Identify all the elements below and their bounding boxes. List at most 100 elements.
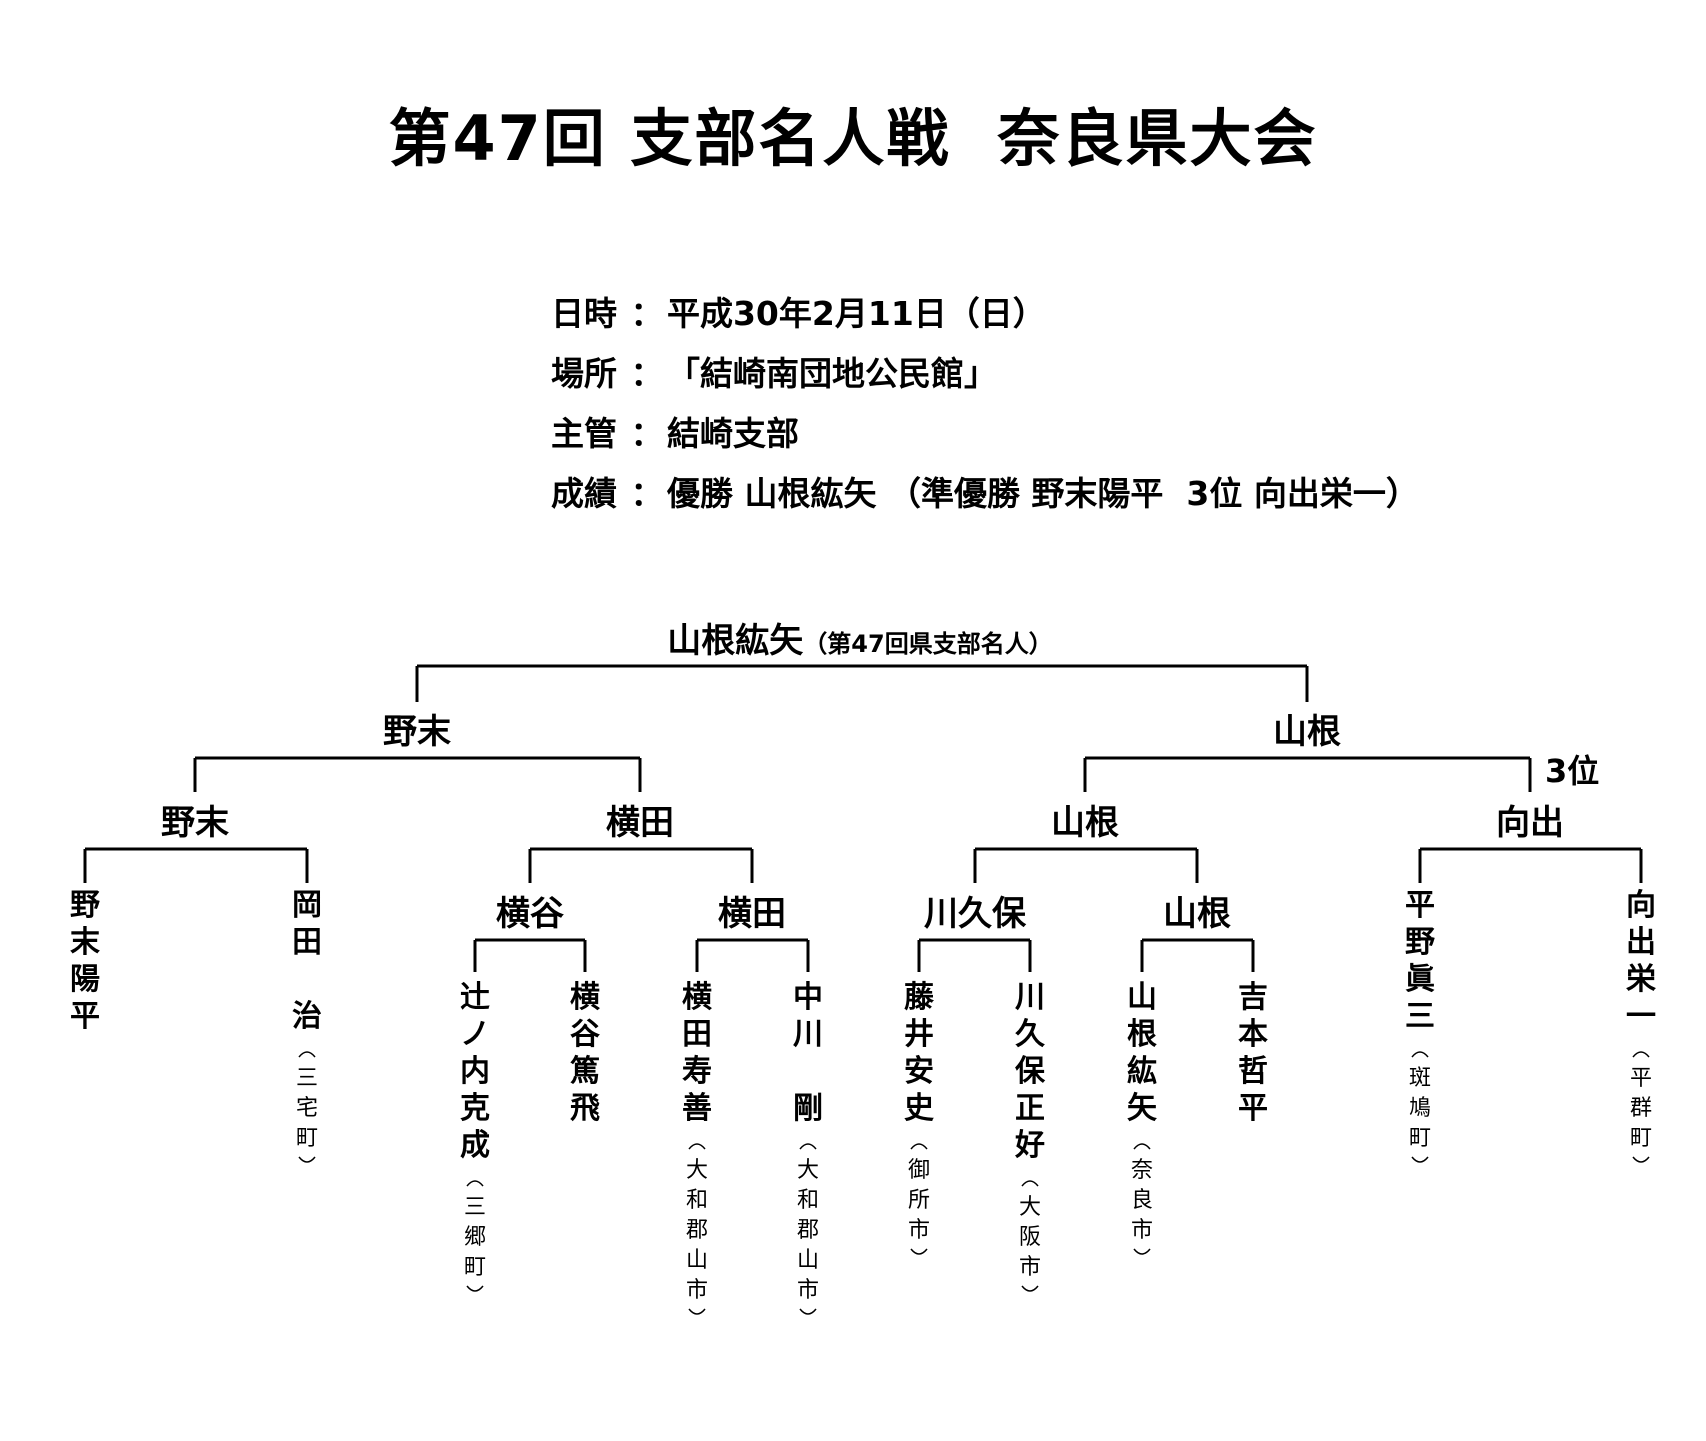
player-origin-char: 平: [1630, 1066, 1652, 1091]
player-origin: 平群町: [1630, 1051, 1652, 1163]
paren-open: [466, 1180, 484, 1187]
player-origin-char: 市: [1019, 1255, 1041, 1280]
quarterfinal-winner: 山根: [1163, 894, 1231, 934]
player-name-char: 矢: [1127, 1091, 1157, 1126]
player-name-char: 田: [682, 1017, 712, 1052]
player-name-char: 末: [70, 925, 100, 960]
paren-open: [688, 1143, 706, 1150]
player-name: 中川剛: [793, 980, 823, 1126]
paren-close: [298, 1156, 316, 1163]
info-key: 主管: [550, 414, 617, 453]
player-name-char: 辻: [460, 980, 490, 1015]
page-title: 第47回 支部名人戦 奈良県大会: [388, 102, 1318, 175]
player-origin-char: 奈: [1131, 1158, 1153, 1183]
player-origin-char: 三: [296, 1066, 318, 1091]
paren-close: [1021, 1285, 1039, 1292]
player-origin-char: 町: [1409, 1126, 1431, 1151]
player-name-char: 吉: [1238, 980, 1268, 1015]
player-name-char: 飛: [570, 1091, 600, 1126]
player-name-char: 藤: [904, 980, 935, 1015]
player-origin: 三宅町: [296, 1051, 318, 1163]
player-origin-char: 御: [908, 1158, 930, 1183]
player-name-char: 田: [292, 925, 322, 960]
quarterfinal-winner: 横田: [718, 894, 786, 934]
player-name-char: 出: [1626, 925, 1656, 960]
info-row-date: 日時：平成30年2月11日（日）: [505, 248, 1419, 333]
semifinal-winner: 横田: [606, 803, 674, 843]
player-origin-char: 町: [296, 1126, 318, 1151]
paren-open: [298, 1051, 316, 1058]
player-origin-char: 大: [686, 1158, 708, 1183]
player-name-char: 正: [1015, 1091, 1045, 1126]
info-row-host: 主管 ：結崎支部: [505, 368, 1419, 453]
player-origin-char: 郡: [686, 1218, 708, 1243]
player-origin-char: 町: [1630, 1126, 1652, 1151]
info-value: 「結崎南団地公民館」: [666, 354, 997, 393]
semifinal-winner: 山根: [1051, 803, 1119, 843]
finalist-right: 山根: [1273, 712, 1341, 752]
player-name-char: 平: [1405, 888, 1435, 923]
player-name-char: 篤: [570, 1054, 600, 1089]
info-key: 成績: [550, 474, 617, 513]
paren-close: [688, 1308, 706, 1315]
player-origin-char: 町: [464, 1255, 486, 1280]
player-name: 岡田治: [292, 888, 322, 1034]
paren-open: [910, 1143, 928, 1150]
player-name-char: 三: [1405, 999, 1435, 1034]
player-name-char: 哲: [1238, 1054, 1268, 1089]
player-name-char: 中: [793, 980, 823, 1015]
player-name-char: 成: [460, 1128, 490, 1163]
player-origin-char: 郡: [797, 1218, 819, 1243]
info-separator: ：: [630, 414, 664, 453]
player-name-char: 保: [1015, 1054, 1046, 1089]
player-origin-char: 山: [797, 1248, 819, 1273]
player-name-char: 野: [1405, 925, 1435, 960]
player-origin-char: 阪: [1019, 1225, 1041, 1250]
player-name-char: 安: [904, 1054, 934, 1089]
player-name: 山根紘矢: [1127, 980, 1157, 1126]
player-name-char: 克: [460, 1091, 490, 1126]
player-name-char: 向: [1626, 888, 1656, 923]
player-name-char: 川: [793, 1017, 823, 1052]
player-origin-char: 郷: [464, 1225, 486, 1250]
paren-close: [1133, 1248, 1151, 1255]
player-origin: 三郷町: [464, 1180, 486, 1292]
player-name-char: 井: [904, 1017, 934, 1052]
player-origin: 御所市: [908, 1143, 930, 1255]
player-origin-char: 和: [686, 1188, 708, 1213]
player-name-char: 陽: [70, 962, 100, 997]
player-name-char: 好: [1014, 1128, 1045, 1163]
player-name-char: 久: [1015, 1017, 1045, 1052]
paren-close: [466, 1285, 484, 1292]
player-origin-char: 斑: [1409, 1066, 1431, 1091]
player-origin: 奈良市: [1131, 1143, 1153, 1255]
player-name-char: ノ: [460, 1017, 490, 1052]
player-name-char: 史: [904, 1091, 934, 1126]
info-row-results: 成績：優勝 山根紘矢 （準優勝 野末陽平 3位 向出栄一）: [505, 428, 1419, 513]
paren-close: [1632, 1156, 1650, 1163]
player-name: 野末陽平: [70, 888, 100, 1034]
player-name-char: 剛: [793, 1091, 823, 1126]
player-origin: 斑鳩町: [1409, 1051, 1431, 1163]
paren-close: [910, 1248, 928, 1255]
paren-open: [799, 1143, 817, 1150]
player-origin-char: 群: [1630, 1096, 1652, 1121]
player-name-char: 山: [1127, 980, 1157, 1015]
event-info: 日時：平成30年2月11日（日） 場所：「結崎南団地公民館」 主管：結崎支部 成…: [505, 248, 1419, 513]
player-name-char: 寿: [682, 1054, 712, 1089]
info-separator: ：: [630, 474, 664, 513]
paren-open: [1021, 1180, 1039, 1187]
player-name-char: 横: [682, 980, 712, 1015]
player-origin-char: 鳩: [1409, 1096, 1431, 1121]
player-origin-char: 大: [1019, 1195, 1041, 1220]
semifinal-winner: 野末: [161, 803, 229, 843]
player-origin-char: 市: [908, 1218, 930, 1243]
info-value: 結崎支部: [666, 414, 799, 453]
player-origin-char: 市: [1131, 1218, 1153, 1243]
player-name-char: 平: [70, 999, 100, 1034]
